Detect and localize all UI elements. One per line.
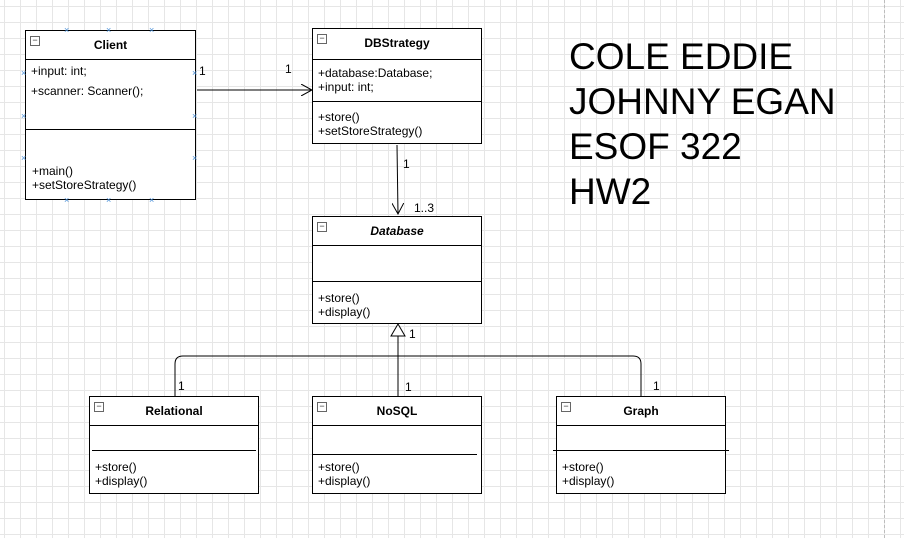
class-dbstrategy-name: DBStrategy (364, 36, 430, 50)
selection-handle-icon[interactable]: × (21, 153, 27, 163)
class-graph-divider (553, 450, 729, 451)
class-client-attribute: +scanner: Scanner(); (31, 84, 144, 98)
generalization-tree[interactable] (174, 336, 642, 396)
collapse-icon[interactable]: − (30, 36, 40, 46)
class-nosql-attributes (313, 426, 481, 454)
selection-handle-icon[interactable]: × (192, 153, 198, 163)
author-line: HW2 (569, 171, 652, 212)
class-database[interactable]: − Database +store() +display() (312, 216, 482, 324)
multiplicity-dbstrategy-end: 1 (285, 62, 292, 76)
class-nosql-operations: +store() +display() (313, 455, 481, 492)
class-nosql-header: − NoSQL (313, 397, 481, 426)
class-relational-attributes (90, 426, 258, 450)
class-database-operations: +store() +display() (313, 282, 481, 323)
generalization-triangle (390, 323, 406, 337)
selection-handle-icon[interactable]: × (21, 68, 27, 78)
class-relational-operation: +display() (95, 474, 148, 488)
class-dbstrategy-attribute: +database:Database; (318, 66, 433, 80)
class-database-attributes (313, 246, 481, 282)
selection-handle-icon[interactable]: × (149, 195, 155, 205)
class-graph-attributes (557, 426, 725, 450)
class-relational-operations: +store() +display() (90, 451, 258, 492)
class-client-attribute: +input: int; (31, 64, 87, 78)
multiplicity-relational-top: 1 (178, 379, 185, 393)
class-database-operation: +display() (318, 305, 371, 319)
selection-handle-icon[interactable]: × (64, 25, 70, 35)
class-nosql-operation: +store() (318, 460, 360, 474)
collapse-icon[interactable]: − (561, 402, 571, 412)
collapse-icon[interactable]: − (317, 34, 327, 44)
selection-handle-icon[interactable]: × (192, 111, 198, 121)
class-client[interactable]: − Client +input: int; +scanner: Scanner(… (25, 30, 196, 200)
class-dbstrategy-header: − DBStrategy (313, 29, 481, 60)
class-client-operation: +setStoreStrategy() (32, 178, 137, 192)
selection-handle-icon[interactable]: × (64, 195, 70, 205)
class-relational-name: Relational (145, 404, 203, 418)
association-dbstrategy-database[interactable] (397, 144, 398, 214)
class-graph-operation: +display() (562, 474, 615, 488)
selection-handle-icon[interactable]: × (149, 25, 155, 35)
class-client-operation: +main() (32, 164, 74, 178)
class-nosql[interactable]: − NoSQL +store() +display() (312, 396, 482, 494)
class-relational-header: − Relational (90, 397, 258, 426)
class-database-header: − Database (313, 217, 481, 246)
class-client-attributes: +input: int; +scanner: Scanner(); (26, 60, 195, 130)
collapse-icon[interactable]: − (317, 222, 327, 232)
class-nosql-operation: +display() (318, 474, 371, 488)
collapse-icon[interactable]: − (317, 402, 327, 412)
class-client-operations: +main() +setStoreStrategy() (26, 130, 195, 196)
class-database-operation: +store() (318, 291, 360, 305)
class-graph[interactable]: − Graph +store() +display() (553, 396, 729, 494)
multiplicity-database-bottom: 1 (409, 327, 416, 341)
multiplicity-client-end: 1 (199, 64, 206, 78)
multiplicity-nosql-top: 1 (405, 380, 412, 394)
class-database-name: Database (370, 224, 424, 238)
author-text[interactable]: COLE EDDIE JOHNNY EGAN ESOF 322 HW2 (569, 34, 836, 214)
page-boundary (884, 0, 885, 538)
class-nosql-divider (313, 454, 477, 455)
class-graph-header: − Graph (557, 397, 725, 426)
multiplicity-database-top: 1..3 (414, 201, 435, 215)
selection-handle-icon[interactable]: × (21, 111, 27, 121)
class-dbstrategy-attribute: +input: int; (318, 80, 374, 94)
author-line: COLE EDDIE (569, 36, 794, 77)
class-relational-divider (92, 450, 256, 451)
class-dbstrategy[interactable]: − DBStrategy +database:Database; +input:… (312, 28, 482, 144)
class-dbstrategy-operations: +store() +setStoreStrategy() (313, 102, 481, 142)
class-graph-operations: +store() +display() (557, 451, 725, 492)
class-dbstrategy-operation: +setStoreStrategy() (318, 124, 423, 138)
class-client-header: − Client (26, 31, 195, 60)
class-relational[interactable]: − Relational +store() +display() (89, 396, 259, 494)
class-dbstrategy-attributes: +database:Database; +input: int; (313, 60, 481, 102)
class-graph-name: Graph (623, 404, 659, 418)
multiplicity-dbstrategy-bottom: 1 (403, 157, 410, 171)
class-relational-operation: +store() (95, 460, 137, 474)
author-line: JOHNNY EGAN (569, 81, 836, 122)
author-line: ESOF 322 (569, 126, 742, 167)
selection-handle-icon[interactable]: × (106, 25, 112, 35)
class-dbstrategy-operation: +store() (318, 110, 360, 124)
selection-handle-icon[interactable]: × (192, 68, 198, 78)
collapse-icon[interactable]: − (94, 402, 104, 412)
class-nosql-name: NoSQL (376, 404, 418, 418)
class-client-name: Client (93, 38, 128, 52)
selection-handle-icon[interactable]: × (106, 195, 112, 205)
multiplicity-graph-top: 1 (653, 379, 660, 393)
class-graph-operation: +store() (562, 460, 604, 474)
